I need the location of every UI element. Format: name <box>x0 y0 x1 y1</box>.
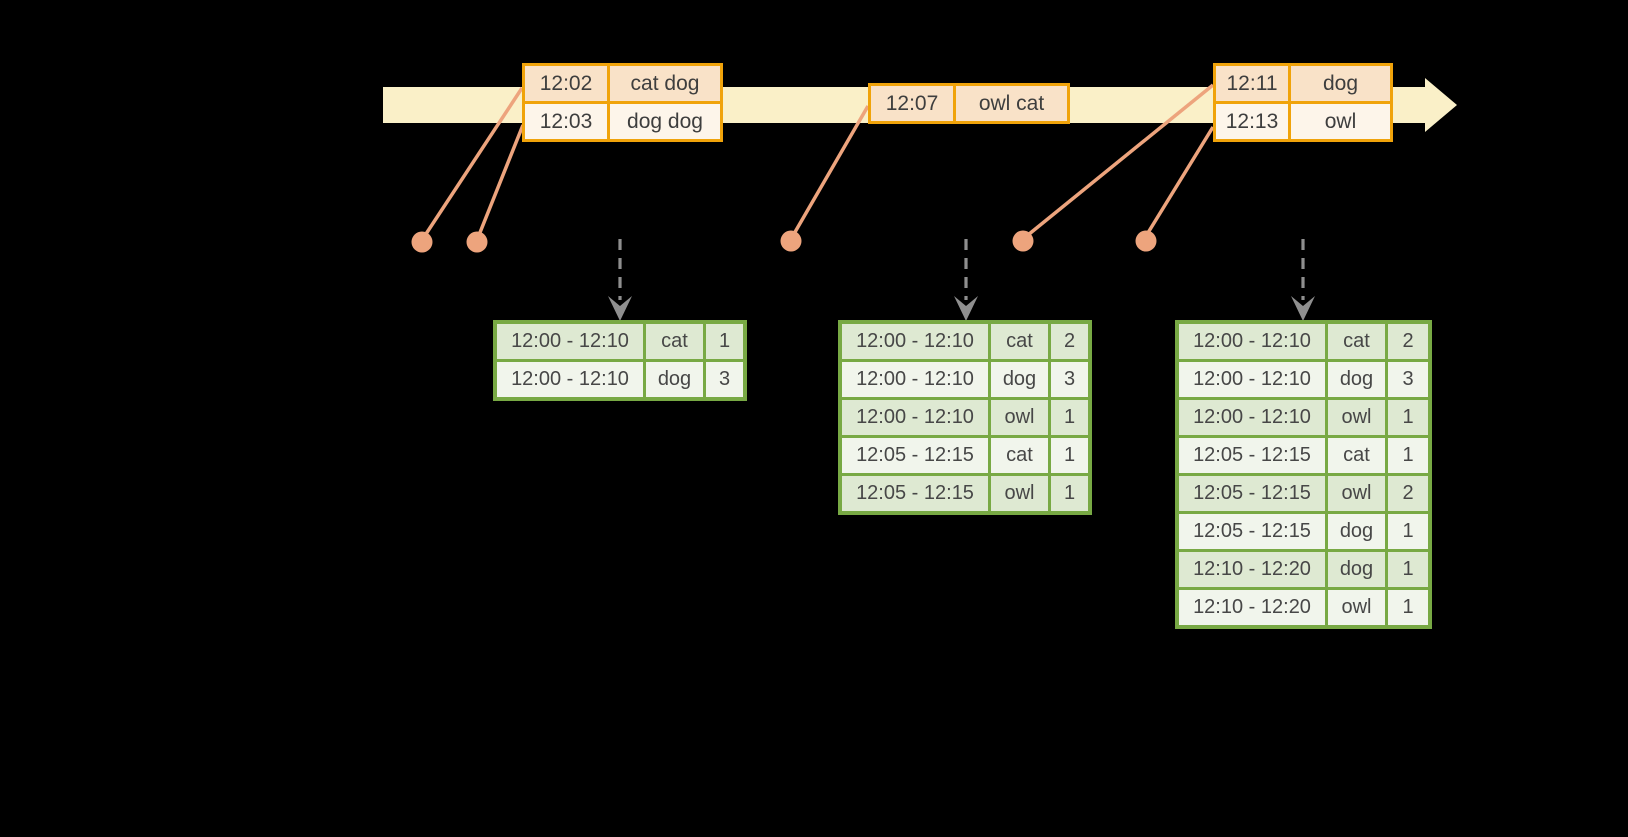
count-cell: 1 <box>1051 400 1088 435</box>
word-cell: dog <box>991 362 1048 397</box>
event-marker-dot <box>1012 230 1034 252</box>
window-cell: 12:00 - 12:10 <box>842 362 988 397</box>
word-cell: owl <box>1328 590 1385 625</box>
result-table: 12:00 - 12:10 cat 1 12:00 - 12:10 dog 3 <box>493 320 747 401</box>
trigger-arrow-head <box>954 296 978 321</box>
event-connector-line <box>789 105 870 240</box>
count-cell: 2 <box>1388 476 1428 511</box>
window-cell: 12:05 - 12:15 <box>842 438 988 473</box>
word-cell: cat <box>991 438 1048 473</box>
result-table: 12:00 - 12:10 cat 2 12:00 - 12:10 dog 3 … <box>838 320 1092 515</box>
event-marker-dot <box>411 231 433 253</box>
count-cell: 1 <box>1051 476 1088 511</box>
word-cell: owl <box>991 476 1048 511</box>
event-connector-line <box>1021 83 1215 241</box>
event-connector-line <box>1144 126 1215 237</box>
word-cell: owl <box>1328 400 1385 435</box>
count-cell: 1 <box>1388 438 1428 473</box>
word-cell: cat <box>991 324 1048 359</box>
count-cell: 1 <box>1388 400 1428 435</box>
window-cell: 12:05 - 12:15 <box>1179 438 1325 473</box>
word-cell: owl <box>991 400 1048 435</box>
event-connector-line <box>420 87 524 241</box>
event-connector-line <box>475 124 525 241</box>
event-time-cell: 12:02 <box>525 66 607 101</box>
event-words-cell: owl cat <box>956 86 1067 121</box>
window-cell: 12:00 - 12:10 <box>1179 324 1325 359</box>
count-cell: 3 <box>1388 362 1428 397</box>
word-cell: dog <box>646 362 703 397</box>
window-cell: 12:00 - 12:10 <box>842 324 988 359</box>
trigger-arrow-head <box>608 296 632 321</box>
window-cell: 12:00 - 12:10 <box>497 362 643 397</box>
event-words-cell: cat dog <box>610 66 720 101</box>
window-cell: 12:05 - 12:15 <box>1179 476 1325 511</box>
word-cell: dog <box>1328 552 1385 587</box>
count-cell: 2 <box>1051 324 1088 359</box>
event-words-cell: dog dog <box>610 104 720 139</box>
result-table: 12:00 - 12:10 cat 2 12:00 - 12:10 dog 3 … <box>1175 320 1432 629</box>
window-cell: 12:00 - 12:10 <box>842 400 988 435</box>
window-cell: 12:05 - 12:15 <box>842 476 988 511</box>
word-cell: cat <box>646 324 703 359</box>
event-words-cell: owl <box>1291 104 1390 139</box>
event-marker-dot <box>1135 230 1157 252</box>
event-table: 12:11 dog 12:13 owl <box>1213 63 1393 142</box>
event-time-cell: 12:13 <box>1216 104 1288 139</box>
count-cell: 1 <box>706 324 743 359</box>
count-cell: 3 <box>706 362 743 397</box>
event-time-cell: 12:11 <box>1216 66 1288 101</box>
count-cell: 1 <box>1388 514 1428 549</box>
window-cell: 12:10 - 12:20 <box>1179 552 1325 587</box>
word-cell: owl <box>1328 476 1385 511</box>
count-cell: 2 <box>1388 324 1428 359</box>
word-cell: dog <box>1328 362 1385 397</box>
event-time-cell: 12:03 <box>525 104 607 139</box>
word-cell: cat <box>1328 438 1385 473</box>
trigger-arrow-head <box>1291 296 1315 321</box>
word-cell: cat <box>1328 324 1385 359</box>
trigger-down-arrow-icon <box>954 239 978 321</box>
event-table: 12:07 owl cat <box>868 83 1070 124</box>
event-marker-dot <box>466 231 488 253</box>
event-marker-dot <box>780 230 802 252</box>
count-cell: 1 <box>1051 438 1088 473</box>
count-cell: 1 <box>1388 552 1428 587</box>
window-cell: 12:05 - 12:15 <box>1179 514 1325 549</box>
window-cell: 12:00 - 12:10 <box>1179 362 1325 397</box>
event-time-cell: 12:07 <box>871 86 953 121</box>
event-words-cell: dog <box>1291 66 1390 101</box>
event-table: 12:02 cat dog 12:03 dog dog <box>522 63 723 142</box>
window-cell: 12:00 - 12:10 <box>497 324 643 359</box>
trigger-down-arrow-icon <box>608 239 632 321</box>
count-cell: 3 <box>1051 362 1088 397</box>
trigger-down-arrow-icon <box>1291 239 1315 321</box>
window-cell: 12:00 - 12:10 <box>1179 400 1325 435</box>
window-cell: 12:10 - 12:20 <box>1179 590 1325 625</box>
word-cell: dog <box>1328 514 1385 549</box>
count-cell: 1 <box>1388 590 1428 625</box>
